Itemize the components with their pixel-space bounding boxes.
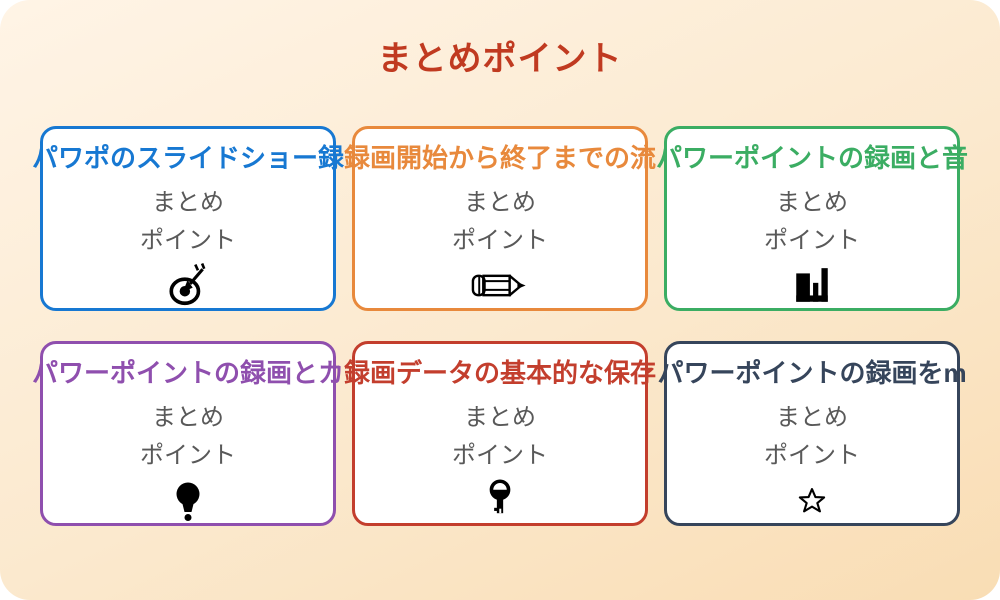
card-body-text: まとめ ポイント bbox=[140, 184, 236, 262]
lightbulb-icon bbox=[168, 478, 208, 523]
card-body-line: ポイント bbox=[140, 442, 236, 470]
card-title: パワポのスライドショー録 bbox=[32, 143, 345, 173]
card-body-line: ポイント bbox=[452, 227, 548, 255]
summary-card: パワーポイントの録画とカ まとめ ポイント bbox=[32, 341, 344, 526]
card-title: 録画データの基本的な保存 bbox=[344, 358, 657, 388]
summary-card: パワーポイントの録画と音 まとめ ポイント bbox=[656, 126, 968, 311]
card-body-line: ポイント bbox=[764, 227, 860, 255]
card-title: パワーポイントの録画とカ bbox=[32, 358, 345, 388]
bar-chart-icon bbox=[791, 263, 833, 308]
card-body-text: まとめ ポイント bbox=[452, 399, 548, 477]
card-body-line: ポイント bbox=[452, 442, 548, 470]
card-body-line: まとめ bbox=[152, 403, 224, 431]
summary-card: 録画開始から終了までの流 まとめ ポイント bbox=[344, 126, 656, 311]
star-icon bbox=[798, 478, 826, 523]
target-icon bbox=[165, 263, 211, 309]
summary-card: パワポのスライドショー録 まとめ ポイント bbox=[32, 126, 344, 311]
card-body-line: まとめ bbox=[776, 188, 848, 216]
card-body-line: まとめ bbox=[464, 188, 536, 216]
card-body-line: まとめ bbox=[776, 403, 848, 431]
summary-card: パワーポイントの録画をm まとめ ポイント bbox=[657, 341, 967, 526]
card-title: 録画開始から終了までの流 bbox=[344, 143, 657, 173]
key-icon bbox=[482, 478, 518, 525]
card-title: パワーポイントの録画をm bbox=[657, 358, 967, 388]
summary-card-grid: パワポのスライドショー録 まとめ ポイント 録画開始から終了までの流 bbox=[0, 126, 1000, 526]
card-body-text: まとめ ポイント bbox=[452, 184, 548, 262]
card-body-line: ポイント bbox=[764, 442, 860, 470]
summary-card: 録画データの基本的な保存 まとめ ポイント bbox=[344, 341, 656, 526]
page-title: まとめポイント bbox=[377, 40, 623, 78]
card-title: パワーポイントの録画と音 bbox=[656, 143, 969, 173]
card-body-line: まとめ bbox=[464, 403, 536, 431]
card-body-line: ポイント bbox=[140, 227, 236, 255]
card-body-text: まとめ ポイント bbox=[764, 184, 860, 262]
card-body-text: まとめ ポイント bbox=[140, 399, 236, 477]
card-body-line: まとめ bbox=[152, 188, 224, 216]
pencil-icon bbox=[471, 263, 529, 308]
card-body-text: まとめ ポイント bbox=[764, 399, 860, 477]
